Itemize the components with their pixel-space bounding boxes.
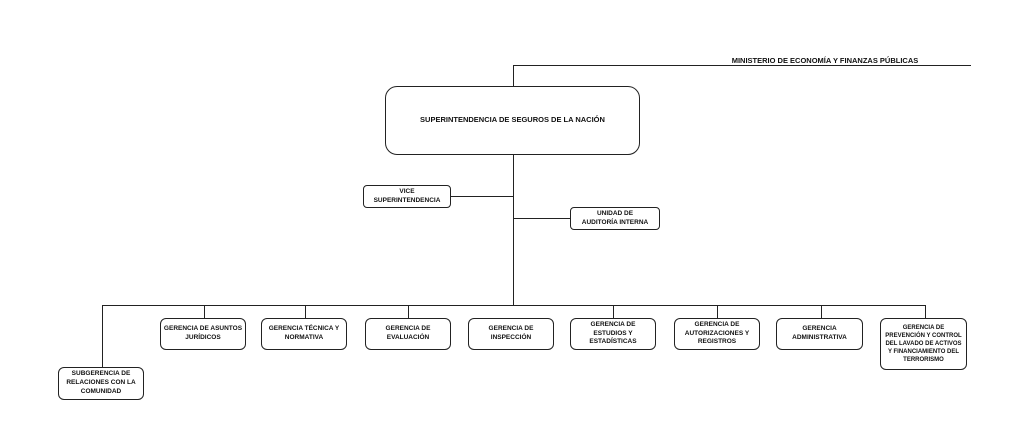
connector	[613, 305, 615, 318]
connector	[925, 305, 927, 318]
department-box: GERENCIA ADMINISTRATIVA	[776, 318, 863, 350]
root-box: SUPERINTENDENCIA DE SEGUROS DE LA NACIÓN	[385, 86, 640, 155]
connector	[102, 305, 926, 307]
connector	[513, 218, 570, 219]
connector	[513, 155, 515, 306]
vice-superintendencia-box: VICE SUPERINTENDENCIA	[363, 185, 451, 208]
department-box: GERENCIA DE PREVENCIÓN Y CONTROL DEL LAV…	[880, 318, 967, 370]
connector	[513, 65, 971, 66]
auditoria-interna-box: UNIDAD DE AUDITORÍA INTERNA	[570, 207, 660, 230]
connector	[408, 305, 410, 318]
department-box: GERENCIA DE EVALUACIÓN	[365, 318, 451, 350]
department-box: GERENCIA DE INSPECCIÓN	[468, 318, 554, 350]
connector	[305, 305, 307, 318]
connector	[717, 305, 719, 318]
connector	[451, 196, 513, 197]
connector	[102, 305, 104, 367]
department-box: GERENCIA DE AUTORIZACIONES Y REGISTROS	[674, 318, 760, 350]
connector	[204, 305, 206, 318]
department-box: GERENCIA DE ESTUDIOS Y ESTADÍSTICAS	[570, 318, 656, 350]
connector	[821, 305, 823, 318]
department-box: GERENCIA TÉCNICA Y NORMATIVA	[261, 318, 347, 350]
connector	[513, 65, 515, 87]
subgerencia-box: SUBGERENCIA DE RELACIONES CON LA COMUNID…	[58, 367, 144, 400]
parent-ministry-label: MINISTERIO DE ECONOMÍA Y FINANZAS PÚBLIC…	[731, 56, 919, 65]
department-box: GERENCIA DE ASUNTOS JURÍDICOS	[160, 318, 246, 350]
